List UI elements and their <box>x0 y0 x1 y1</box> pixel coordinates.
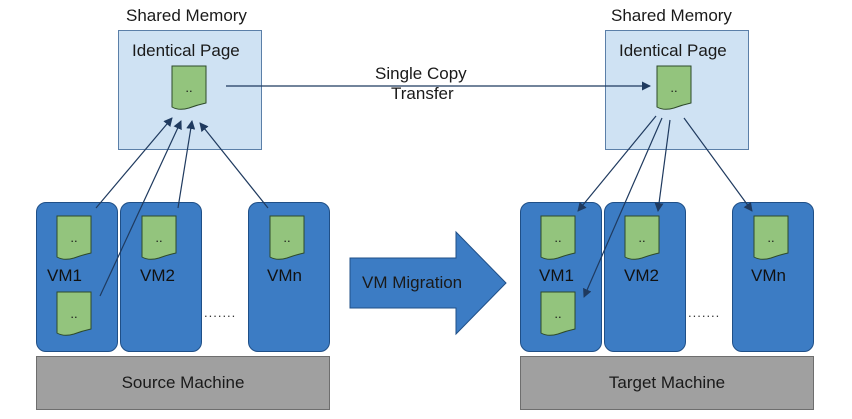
target-shared-memory-box: Identical Page <box>605 30 749 150</box>
target-arrow-vmn-page <box>683 117 753 212</box>
source-vm1-page-2: .. <box>56 291 92 337</box>
source-shared-memory-title: Shared Memory <box>126 6 247 25</box>
target-arrow-vm1-page2 <box>583 117 663 298</box>
source-vmn-label: VMn <box>267 266 302 285</box>
source-vmn-page: .. <box>269 215 305 261</box>
source-vm1-page-1: .. <box>56 215 92 261</box>
source-identical-page-label: Identical Page <box>132 41 240 60</box>
source-arrow-vmn-page <box>199 122 269 209</box>
source-shared-page: .. <box>171 65 207 111</box>
target-arrow-vm1-page1 <box>577 115 657 212</box>
source-arrow-vm2-page <box>177 120 196 209</box>
source-vm2-label: VM2 <box>140 266 175 285</box>
source-machine-label: Source Machine <box>121 373 245 392</box>
target-vm2-label: VM2 <box>624 266 659 285</box>
target-vm1-page-2: .. <box>540 291 576 337</box>
target-vm1-page-1: .. <box>540 215 576 261</box>
source-vm1-label: VM1 <box>47 266 82 285</box>
target-shared-memory-title: Shared Memory <box>611 6 732 25</box>
vm-migration-arrow <box>349 230 507 336</box>
vm-migration-label: VM Migration <box>362 273 463 292</box>
target-shared-page: .. <box>656 65 692 111</box>
source-vm-ellipsis: ....... <box>204 305 237 320</box>
target-vm1-label: VM1 <box>539 266 574 285</box>
target-vm-ellipsis: ....... <box>688 305 721 320</box>
target-identical-page-label: Identical Page <box>619 41 727 60</box>
target-machine-label: Target Machine <box>608 373 726 392</box>
source-machine: Source Machine <box>36 356 330 410</box>
source-arrow-vm1-page2 <box>99 120 182 297</box>
target-machine: Target Machine <box>520 356 814 410</box>
target-arrow-vm2-page <box>654 119 671 212</box>
source-arrow-vm1-page1 <box>95 117 173 209</box>
target-vm2-page: .. <box>624 215 660 261</box>
transfer-label-line2: Transfer <box>391 84 454 103</box>
source-vm2-page: .. <box>141 215 177 261</box>
target-vmn-page: .. <box>753 215 789 261</box>
target-vmn-label: VMn <box>751 266 786 285</box>
transfer-label-line1: Single Copy <box>375 64 467 83</box>
